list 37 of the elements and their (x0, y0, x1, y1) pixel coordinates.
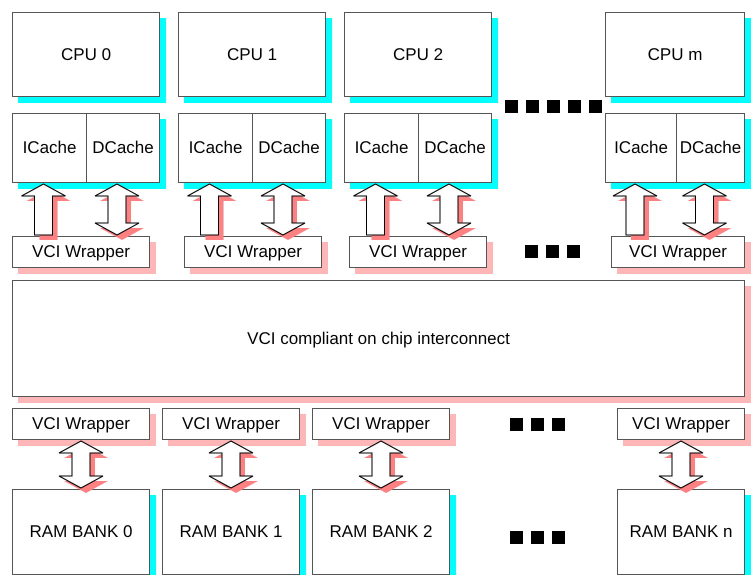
box-label: RAM BANK n (630, 521, 732, 544)
box-label: ICache (188, 137, 242, 160)
block-arrow (658, 440, 708, 493)
box-label: VCI Wrapper (332, 413, 430, 436)
box-label: CPU 2 (392, 44, 444, 66)
box-label: RAM BANK 0 (30, 521, 132, 544)
block-arrow (21, 183, 70, 240)
box-label: RAM BANK 2 (330, 521, 432, 544)
block-arrow (426, 183, 476, 240)
box-label: CPU m (648, 44, 702, 66)
block-arrow (682, 183, 732, 240)
box-label: VCI Wrapper (204, 241, 302, 264)
box-label: DCache (92, 137, 154, 160)
block-arrow (353, 183, 402, 240)
box-label: ICache (22, 137, 76, 160)
box-label: RAM BANK 1 (180, 521, 282, 544)
block-arrow (208, 440, 258, 493)
box-label: VCI Wrapper (182, 413, 280, 436)
box-label: VCI Wrapper (632, 413, 730, 436)
box-label: VCI Wrapper (369, 241, 467, 264)
block-arrow (58, 440, 108, 493)
block-arrow (94, 183, 144, 240)
block-arrow (358, 440, 408, 493)
box-label: CPU 1 (226, 44, 278, 66)
box-label: VCI compliant on chip interconnect (247, 328, 510, 350)
box-label: ICache (614, 137, 668, 160)
box-label: VCI Wrapper (32, 241, 130, 264)
box-label: VCI Wrapper (629, 241, 727, 264)
box-label: VCI Wrapper (32, 413, 130, 436)
block-arrow (612, 183, 662, 240)
box-label: ICache (354, 137, 408, 160)
block-arrow (260, 183, 310, 240)
box-label: DCache (680, 137, 742, 160)
box-label: CPU 0 (60, 44, 112, 66)
block-arrow (187, 183, 236, 240)
box-label: DCache (424, 137, 486, 160)
box-label: DCache (258, 137, 320, 160)
